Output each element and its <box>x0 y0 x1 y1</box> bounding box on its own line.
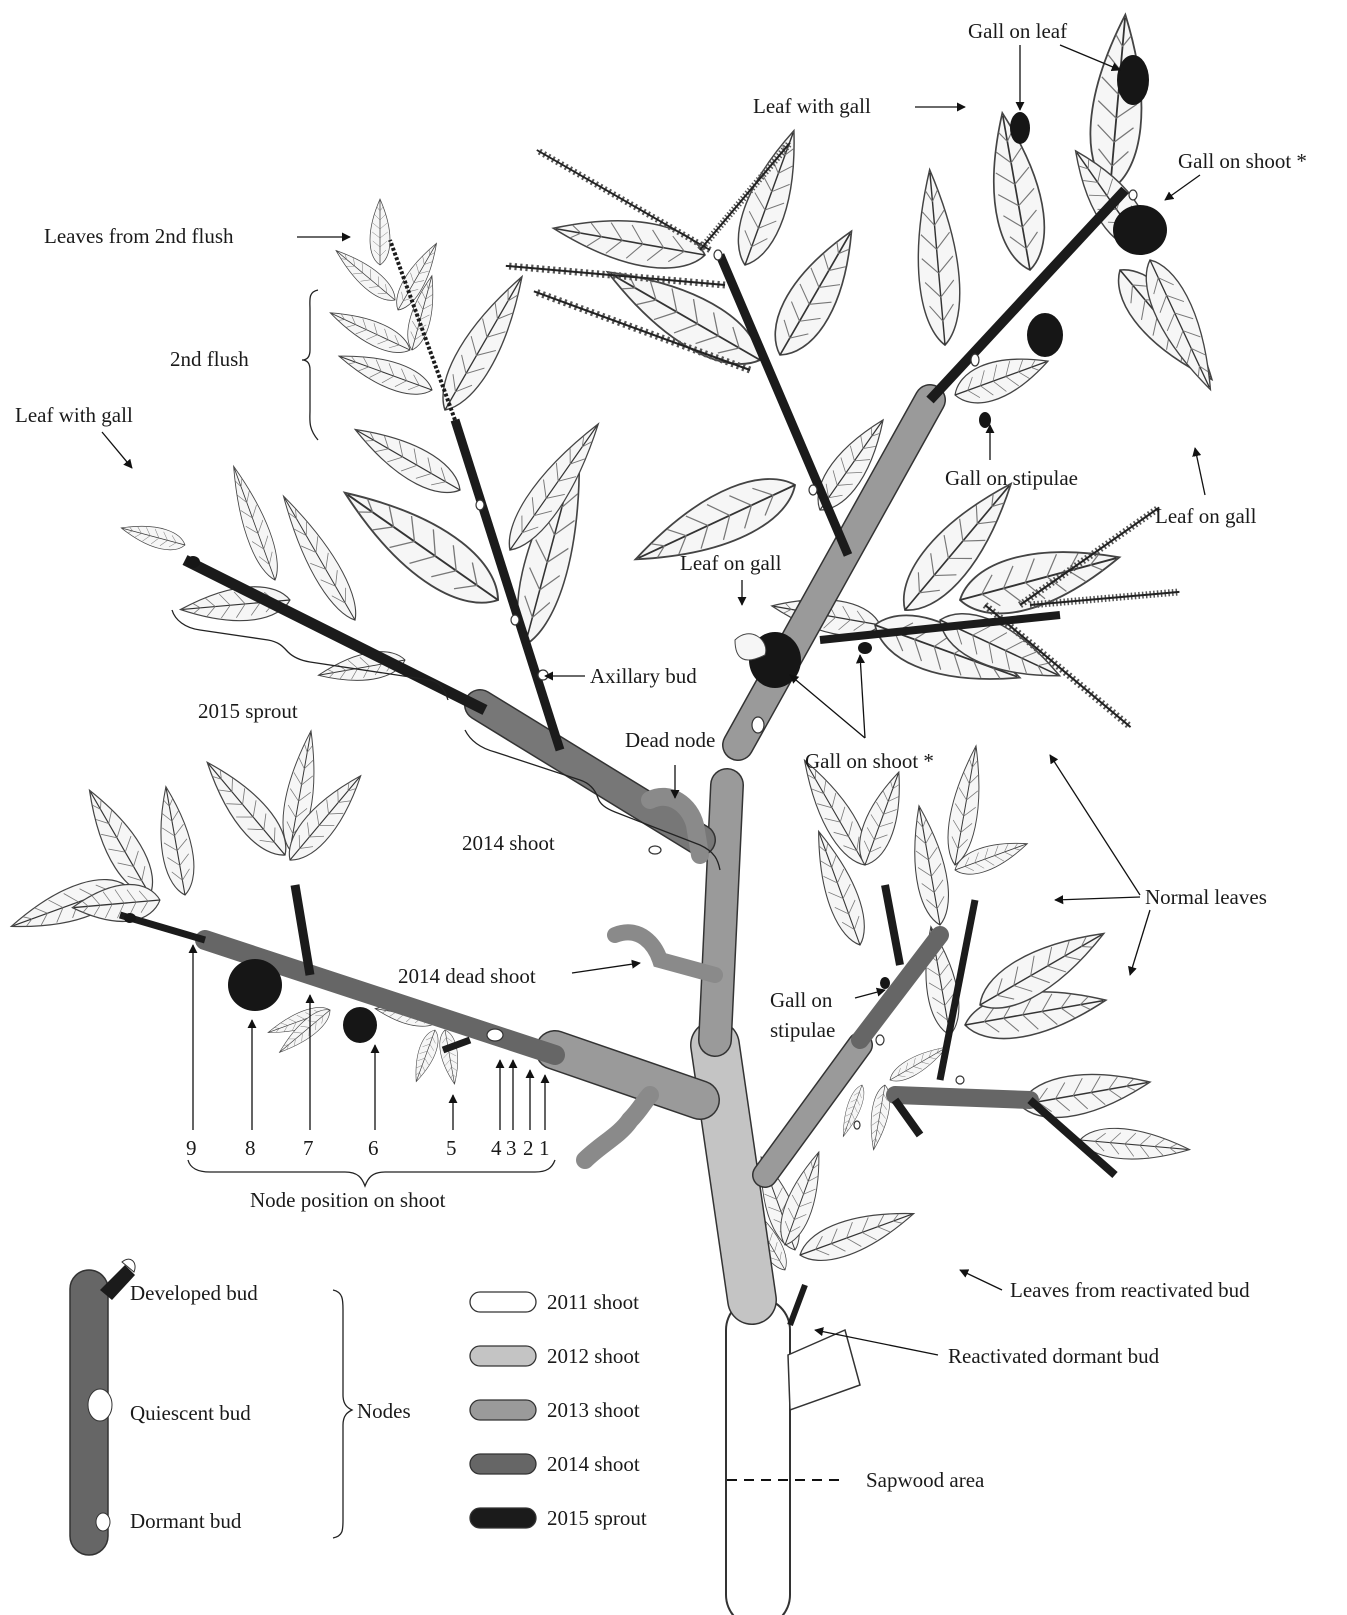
legend-nodes-label: Nodes <box>357 1399 411 1423</box>
label-leaves-2nd-flush: Leaves from 2nd flush <box>44 224 234 248</box>
label-node-position: Node position on shoot <box>250 1188 446 1212</box>
swatch-2014 <box>470 1454 536 1474</box>
legend-2013-label: 2013 shoot <box>547 1398 640 1422</box>
label-gall-on-leaf: Gall on leaf <box>968 19 1067 43</box>
dormant-bud-icon <box>96 1513 110 1531</box>
gall-on-leaf <box>1117 55 1149 105</box>
node-number: 7 <box>303 1136 314 1160</box>
node-number: 9 <box>186 1136 197 1160</box>
leaf-with-gall <box>119 518 188 554</box>
node-number: 2 <box>523 1136 534 1160</box>
label-gall-on-shoot-mid: Gall on shoot * <box>805 749 934 773</box>
gall-on-leaf <box>1010 112 1030 144</box>
segment-2012 <box>715 1045 752 1300</box>
quiescent-bud-icon <box>88 1389 112 1421</box>
legend-dormant-label: Dormant bud <box>130 1509 242 1533</box>
legend-years: 2011 shoot 2012 shoot 2013 shoot 2014 sh… <box>470 1290 647 1530</box>
label-axillary-bud: Axillary bud <box>590 664 697 688</box>
label-2015-sprout: 2015 sprout <box>198 699 298 723</box>
label-reactivated-dormant: Reactivated dormant bud <box>948 1344 1160 1368</box>
label-dead-node: Dead node <box>625 728 715 752</box>
label-leaf-with-gall-top: Leaf with gall <box>753 94 871 118</box>
segment-2014-right-b <box>895 1095 1030 1100</box>
label-2014-shoot: 2014 shoot <box>462 831 555 855</box>
node-numbers: 9 8 7 6 5 4 3 2 1 <box>186 1136 550 1160</box>
swatch-2013 <box>470 1400 536 1420</box>
label-gall-on-shoot-top: Gall on shoot * <box>1178 149 1307 173</box>
node-number: 4 <box>491 1136 502 1160</box>
segment-2014-upper-left <box>480 705 700 840</box>
segment-2013-left <box>555 1050 700 1100</box>
label-2nd-flush: 2nd flush <box>170 347 249 371</box>
gall-on-stipulae <box>979 412 991 428</box>
node-number: 6 <box>368 1136 379 1160</box>
legend-developed-label: Developed bud <box>130 1281 258 1305</box>
node-number: 5 <box>446 1136 457 1160</box>
label-gall-on-stipulae-top: Gall on stipulae <box>945 466 1078 490</box>
legend-nodes: Developed bud Quiescent bud Dormant bud … <box>70 1259 411 1555</box>
node-number: 8 <box>245 1136 256 1160</box>
label-normal-leaves: Normal leaves <box>1145 885 1267 909</box>
label-leaves-reactivated: Leaves from reactivated bud <box>1010 1278 1250 1302</box>
label-leaf-on-gall-right: Leaf on gall <box>1155 504 1257 528</box>
label-sapwood: Sapwood area <box>866 1468 985 1492</box>
legend-2015-label: 2015 sprout <box>547 1506 647 1530</box>
swatch-2015 <box>470 1508 536 1528</box>
legend-2014-label: 2014 shoot <box>547 1452 640 1476</box>
legend-quiescent-label: Quiescent bud <box>130 1401 251 1425</box>
label-gall-on-stipulae-lower-1: Gall on <box>770 988 833 1012</box>
swatch-2012 <box>470 1346 536 1366</box>
gall-on-shoot <box>1113 205 1167 255</box>
segment-2013-right <box>765 1045 860 1175</box>
label-2014-dead-shoot: 2014 dead shoot <box>398 964 536 988</box>
dead-shoot-2014 <box>615 932 715 975</box>
legend-2011-label: 2011 shoot <box>547 1290 639 1314</box>
label-gall-on-stipulae-lower-2: stipulae <box>770 1018 835 1042</box>
node-number: 3 <box>506 1136 517 1160</box>
label-leaf-with-gall-left: Leaf with gall <box>15 403 133 427</box>
segment-2013-main <box>715 785 727 1040</box>
label-leaf-on-gall-mid: Leaf on gall <box>680 551 782 575</box>
legend-2012-label: 2012 shoot <box>547 1344 640 1368</box>
swatch-2011 <box>470 1292 536 1312</box>
node-number: 1 <box>539 1136 550 1160</box>
